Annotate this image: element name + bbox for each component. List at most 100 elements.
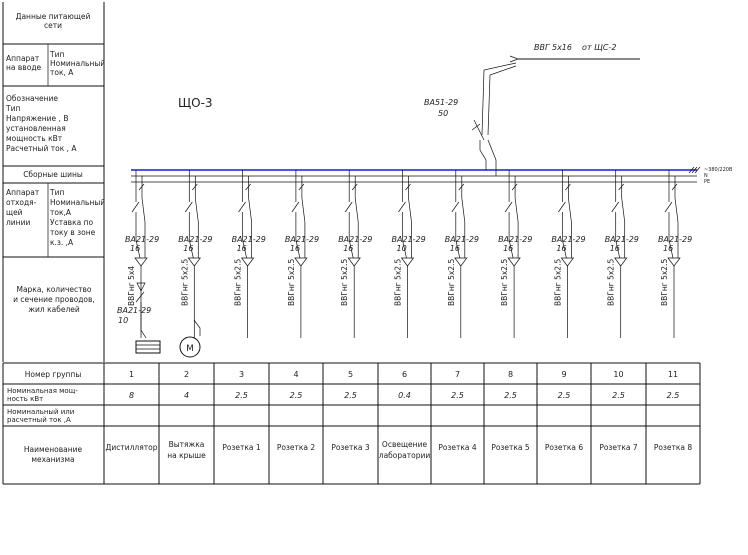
breaker-rating: 16 xyxy=(130,244,140,253)
group-number: 4 xyxy=(293,370,298,379)
breaker-rating: 16 xyxy=(663,244,673,253)
input-device-params: Номинальный xyxy=(50,59,105,68)
cable-mark: ВВГнг 5х4 xyxy=(127,266,136,306)
circuit-wire xyxy=(408,197,412,258)
group-power: 2.5 xyxy=(451,391,464,400)
breaker-mark xyxy=(565,183,571,191)
designation-text: Напряжение , В xyxy=(6,114,68,123)
group-power: 0.4 xyxy=(398,391,411,400)
breaker-rating: 16 xyxy=(183,244,193,253)
outgoing-device-params: к.з. ,А xyxy=(50,238,74,247)
breaker-rating: 16 xyxy=(503,244,513,253)
distiller-wire xyxy=(140,302,147,339)
breaker-contact xyxy=(291,201,300,213)
cable-arrow xyxy=(400,257,415,267)
cable-arrow xyxy=(347,257,361,267)
circuit-wire xyxy=(141,197,146,258)
circuit-wire xyxy=(301,197,306,258)
busbars xyxy=(131,166,701,183)
mechanism-name: Розетка 8 xyxy=(654,443,693,452)
outgoing-device-label: линии xyxy=(6,218,30,227)
breaker-rating: 16 xyxy=(290,244,300,253)
circuit-wire xyxy=(455,212,461,259)
circuit-wire xyxy=(461,197,466,258)
current-row-label: расчетный ток ,А xyxy=(7,416,71,424)
circuit-wire xyxy=(194,197,199,258)
group-power: 2.5 xyxy=(344,391,357,400)
group-power: 8 xyxy=(129,391,134,400)
distiller-breaker-type: ВА21-29 xyxy=(117,306,151,315)
cable-mark: ВВГнг 5х2.5 xyxy=(447,259,456,306)
designation-text: Расчетный ток , А xyxy=(6,144,77,153)
breaker-type: ВА21-29 xyxy=(178,235,212,244)
motor-wire xyxy=(193,319,201,336)
breaker-type: ВА21-29 xyxy=(338,235,372,244)
input-device-label: на вводе xyxy=(6,63,41,72)
input-device-params: ток, А xyxy=(50,68,74,77)
circuit-wire xyxy=(508,212,514,259)
cable-mark: ВВГнг 5х2.5 xyxy=(287,259,296,306)
cable-arrow xyxy=(454,257,468,267)
breaker-rating: 16 xyxy=(237,244,247,253)
mechanism-name: Розетка 7 xyxy=(599,443,638,452)
breaker-contact xyxy=(185,201,193,213)
breaker-mark xyxy=(405,183,411,191)
designation-text: Обозначение xyxy=(6,94,58,103)
breaker-mark xyxy=(458,183,465,191)
input-breaker-current: 50 xyxy=(438,109,448,118)
input-breaker-type: ВА51-29 xyxy=(424,98,458,107)
circuit-wire xyxy=(295,212,301,259)
breaker-rating: 10 xyxy=(397,244,407,253)
designation-text: Тип xyxy=(5,104,20,113)
group-number: 10 xyxy=(613,370,623,379)
mechanism-name: Розетка 2 xyxy=(277,443,316,452)
load-symbols xyxy=(135,282,201,358)
designation-text: установленная xyxy=(6,124,66,133)
group-number: 3 xyxy=(239,370,244,379)
circuit-wire xyxy=(242,212,247,259)
feeder-source-label: от ЩС-2 xyxy=(582,43,616,52)
input-device-params: Тип xyxy=(49,50,64,59)
outgoing-device-params: Тип xyxy=(49,188,64,197)
breaker-mark xyxy=(298,183,305,191)
breaker-contact xyxy=(344,201,353,213)
circuit-wire xyxy=(674,197,679,258)
cable-mark: ВВГнг 5х2.5 xyxy=(553,259,562,306)
bus-tick xyxy=(688,166,695,174)
distiller-breaker-current: 10 xyxy=(118,316,128,325)
mechanism-name: лаборатории xyxy=(379,451,431,460)
cable-mark: ВВГнг 5х2.5 xyxy=(607,259,616,306)
input-device-label: Аппарат xyxy=(6,54,40,63)
cable-mark: ВВГнг 5х2.5 xyxy=(180,259,189,306)
circuit-wire xyxy=(348,212,354,259)
breaker-mark xyxy=(511,183,518,191)
motor-symbol-label: М xyxy=(186,344,194,354)
mechanism-name: Розетка 3 xyxy=(331,443,370,452)
cable-arrow xyxy=(614,257,628,267)
mechanism-name: Дистиллятор xyxy=(106,443,158,452)
breaker-mark xyxy=(192,183,198,191)
breaker-type: ВА21-29 xyxy=(605,235,639,244)
bus-n-label: N xyxy=(704,173,708,179)
breaker-contact xyxy=(398,201,406,213)
group-number: 6 xyxy=(402,370,407,379)
breaker-type: ВА21-29 xyxy=(232,235,266,244)
mechanism-name: на крыше xyxy=(167,451,206,460)
cable-mark: ВВГнг 5х2.5 xyxy=(234,259,243,306)
circuit-wire xyxy=(514,197,519,258)
group-number: 5 xyxy=(348,370,353,379)
group-power: 4 xyxy=(184,391,189,400)
outgoing-device-label: Аппарат xyxy=(6,188,40,197)
bus-voltage-label: ~380/220В xyxy=(704,167,733,173)
group-number: 1 xyxy=(129,370,134,379)
input-section xyxy=(471,55,640,176)
circuit-wire xyxy=(668,212,674,259)
cable-arrow xyxy=(294,257,308,267)
feeder-conductor xyxy=(481,62,517,136)
distiller-breaker-contact xyxy=(135,291,145,303)
group-power: 2.5 xyxy=(290,391,303,400)
cable-mark: ВВГнг 5х2.5 xyxy=(660,259,669,306)
